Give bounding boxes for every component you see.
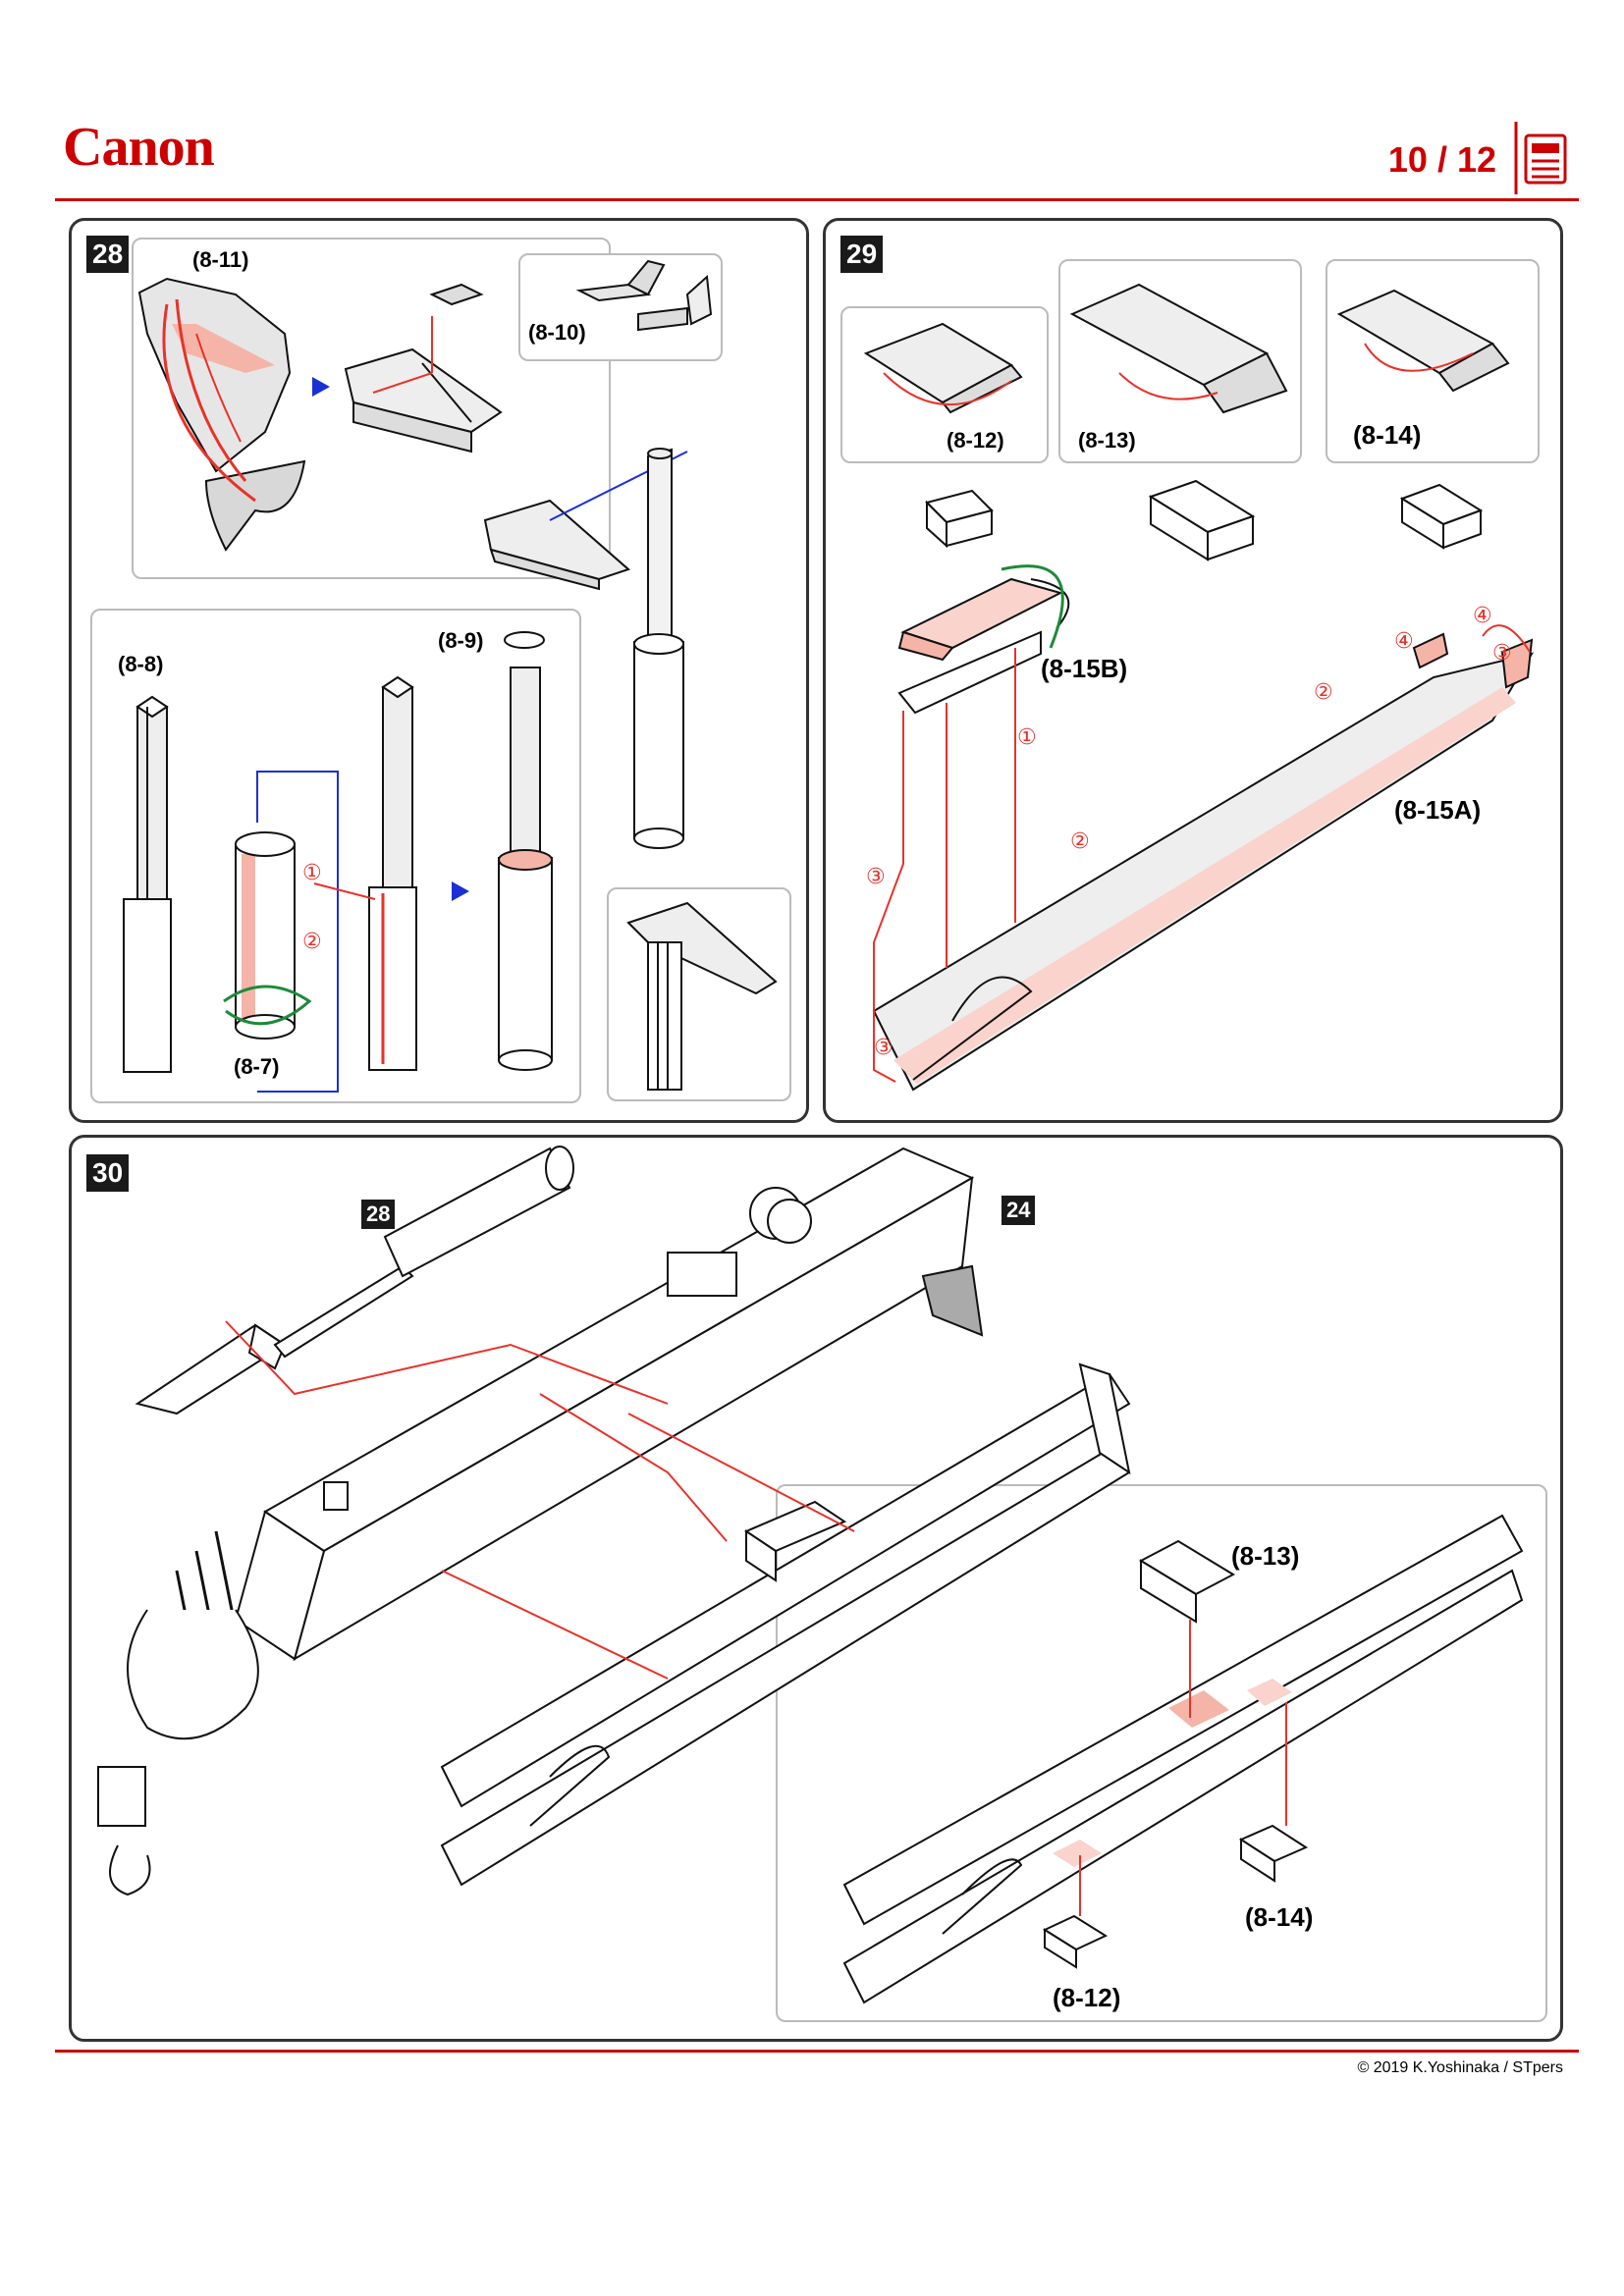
footer-rule — [55, 2050, 1579, 2053]
part-8-14-drawing — [1336, 289, 1510, 393]
part-arm-detail-drawing — [842, 1514, 1524, 2004]
label-8-7: (8-7) — [234, 1054, 280, 1079]
brand-logo: Canon — [63, 117, 215, 178]
part-box-tip — [483, 451, 688, 591]
part-block-1 — [925, 489, 994, 549]
header-rule — [55, 198, 1579, 201]
part-8-15B-drawing — [897, 564, 1070, 715]
part-24-boom-drawing — [175, 1147, 984, 1670]
part-8-11-result — [344, 283, 503, 454]
part-block-3 — [1399, 483, 1484, 550]
part-8-8-drawing — [123, 695, 172, 1073]
marker-29-3c: ③ — [1492, 641, 1512, 666]
callout-8-10 — [518, 253, 723, 361]
label-8-9: (8-9) — [438, 628, 484, 653]
part-8-12-drawing — [863, 322, 1023, 414]
label-8-15B: (8-15B) — [1041, 654, 1128, 683]
label-30-8-14: (8-14) — [1245, 1902, 1314, 1932]
marker-29-2a: ② — [1070, 829, 1090, 854]
part-8-9-drawing — [498, 631, 553, 1071]
step-30-number: 30 — [86, 1154, 130, 1192]
label-8-10: (8-10) — [528, 320, 586, 345]
label-8-13: (8-13) — [1078, 428, 1136, 453]
part-rod-assembled — [633, 448, 684, 849]
copyright-text: © 2019 K.Yoshinaka / STpers — [1357, 2059, 1563, 2076]
label-8-12: (8-12) — [947, 428, 1004, 453]
label-30-8-12: (8-12) — [1053, 1983, 1121, 2012]
part-8-10-drawing — [575, 259, 713, 332]
marker-29-4a: ④ — [1394, 629, 1414, 654]
arrow-right-icon — [312, 377, 330, 397]
marker-29-3a: ③ — [866, 865, 886, 889]
marker-29-4b: ④ — [1473, 604, 1492, 628]
part-shaft-middle — [313, 675, 417, 1071]
marker-29-3b: ③ — [874, 1036, 893, 1060]
part-8-11-drawing — [137, 277, 306, 552]
marker-29-2b: ② — [1314, 680, 1333, 705]
part-8-13-drawing — [1069, 283, 1288, 414]
label-8-8: (8-8) — [118, 652, 164, 676]
part-tag-24: 24 — [1001, 1196, 1036, 1225]
page-indicator: 10 / 12 — [1387, 139, 1496, 180]
label-8-11: (8-11) — [192, 247, 249, 272]
part-28-rod-drawing — [135, 1146, 574, 1415]
step-29-number: 29 — [840, 236, 884, 273]
label-8-14: (8-14) — [1353, 420, 1422, 450]
marker-29-1: ① — [1017, 725, 1037, 750]
part-8-7-drawing — [223, 771, 339, 1093]
label-8-15A: (8-15A) — [1394, 795, 1482, 825]
marker-28-1: ① — [302, 861, 322, 885]
arrow-right-icon-2 — [452, 881, 469, 901]
marker-28-2: ② — [302, 930, 322, 954]
label-30-8-13: (8-13) — [1231, 1541, 1300, 1571]
part-8-15A-drawing — [872, 632, 1535, 1092]
part-hook-drawing — [97, 1609, 259, 1896]
part-tag-28: 28 — [361, 1200, 396, 1229]
document-page-icon — [1514, 122, 1567, 194]
part-block-2 — [1148, 479, 1256, 561]
part-detail-drawing — [626, 901, 778, 1091]
step-28-number: 28 — [86, 236, 130, 273]
part-arm-drawing — [440, 1362, 1131, 1887]
